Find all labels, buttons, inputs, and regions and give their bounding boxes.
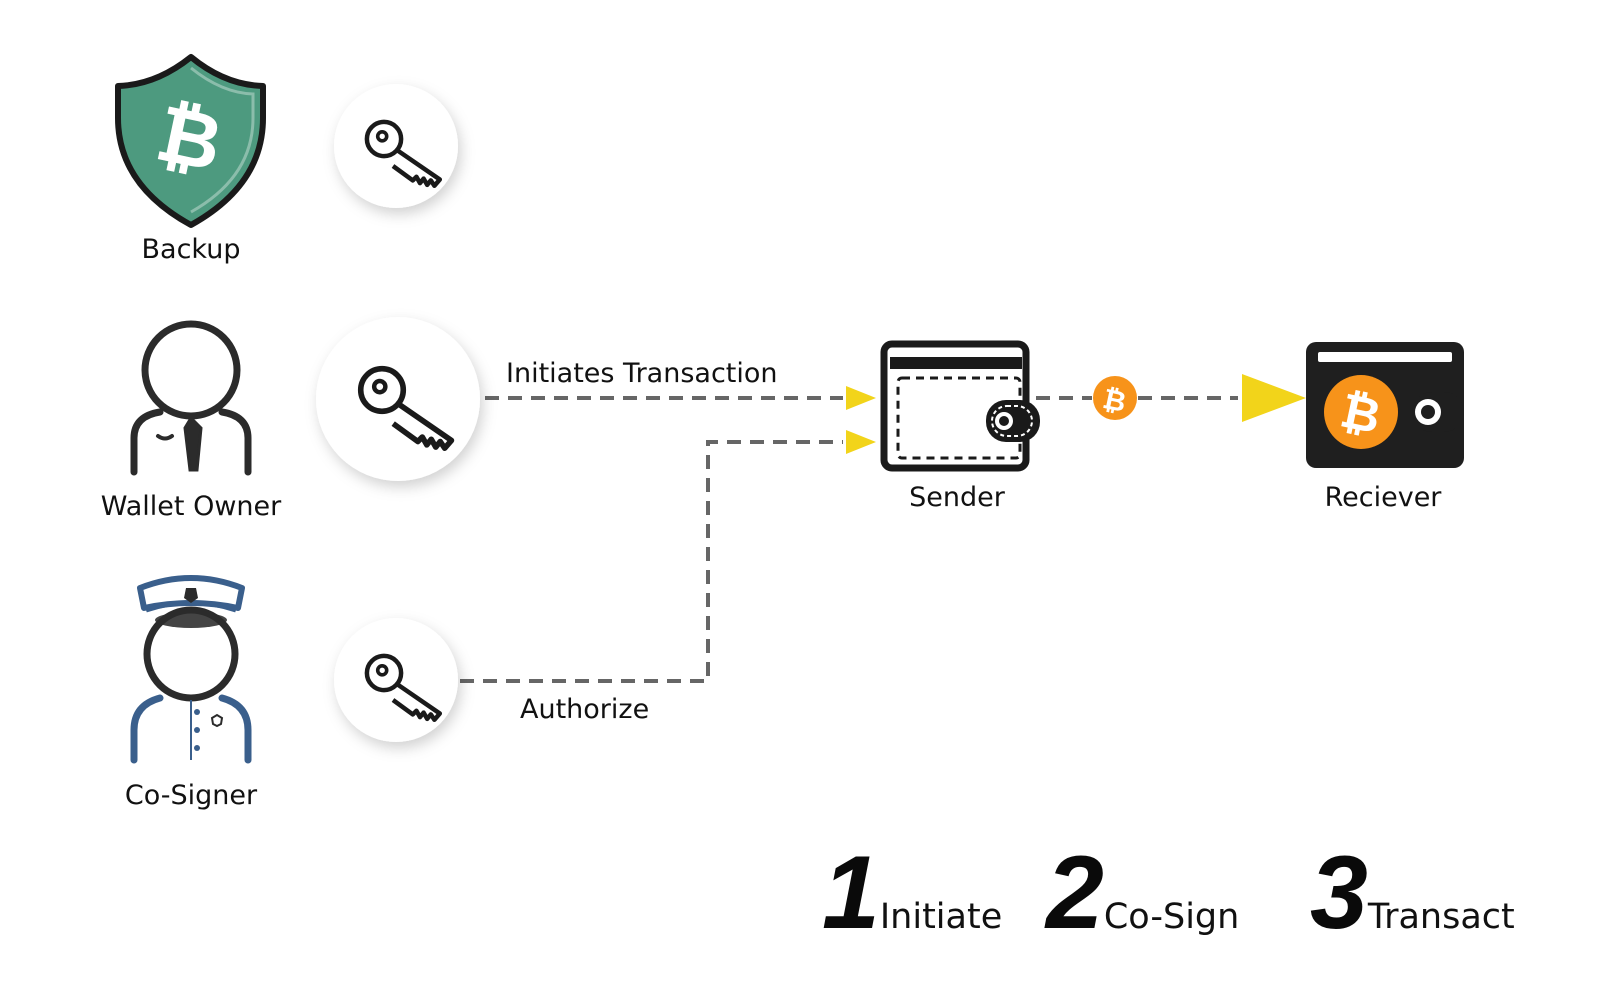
sender-label: Sender	[909, 482, 1005, 513]
step-label: Transact	[1367, 897, 1515, 938]
authorize-line	[460, 440, 843, 683]
arrowhead-receiver	[1242, 374, 1306, 422]
arrowhead-authorize	[846, 430, 876, 454]
bitcoin-coin-icon: ₿	[1093, 376, 1137, 420]
co-signer-label: Co-Signer	[124, 780, 258, 811]
key-icon	[316, 317, 480, 481]
key-icon	[334, 84, 458, 208]
step-label: Co-Sign	[1103, 897, 1240, 938]
step-number: 2	[1046, 835, 1104, 951]
key-icon	[334, 618, 458, 742]
connector-lines	[460, 396, 1238, 683]
authorize-label: Authorize	[520, 694, 650, 725]
receiver-label: Reciever	[1324, 482, 1442, 513]
wallet-icon	[880, 340, 1040, 472]
bitcoin-wallet-icon: ₿	[1306, 342, 1464, 468]
initiates-transaction-label: Initiates Transaction	[506, 358, 778, 389]
step-label: Initiate	[879, 897, 1003, 938]
shield-bitcoin-icon: ₿	[115, 54, 266, 228]
step-initiate: 1 Initiate	[822, 835, 1003, 951]
person-icon	[130, 320, 252, 476]
step-transact: 3 Transact	[1310, 835, 1515, 951]
step-number: 1	[822, 835, 880, 951]
arrowhead-initiate	[846, 386, 876, 410]
backup-label: Backup	[141, 234, 241, 265]
wallet-owner-label: Wallet Owner	[100, 491, 282, 522]
police-officer-icon	[130, 575, 252, 764]
step-number: 3	[1310, 835, 1368, 951]
step-co-sign: 2 Co-Sign	[1046, 835, 1240, 951]
